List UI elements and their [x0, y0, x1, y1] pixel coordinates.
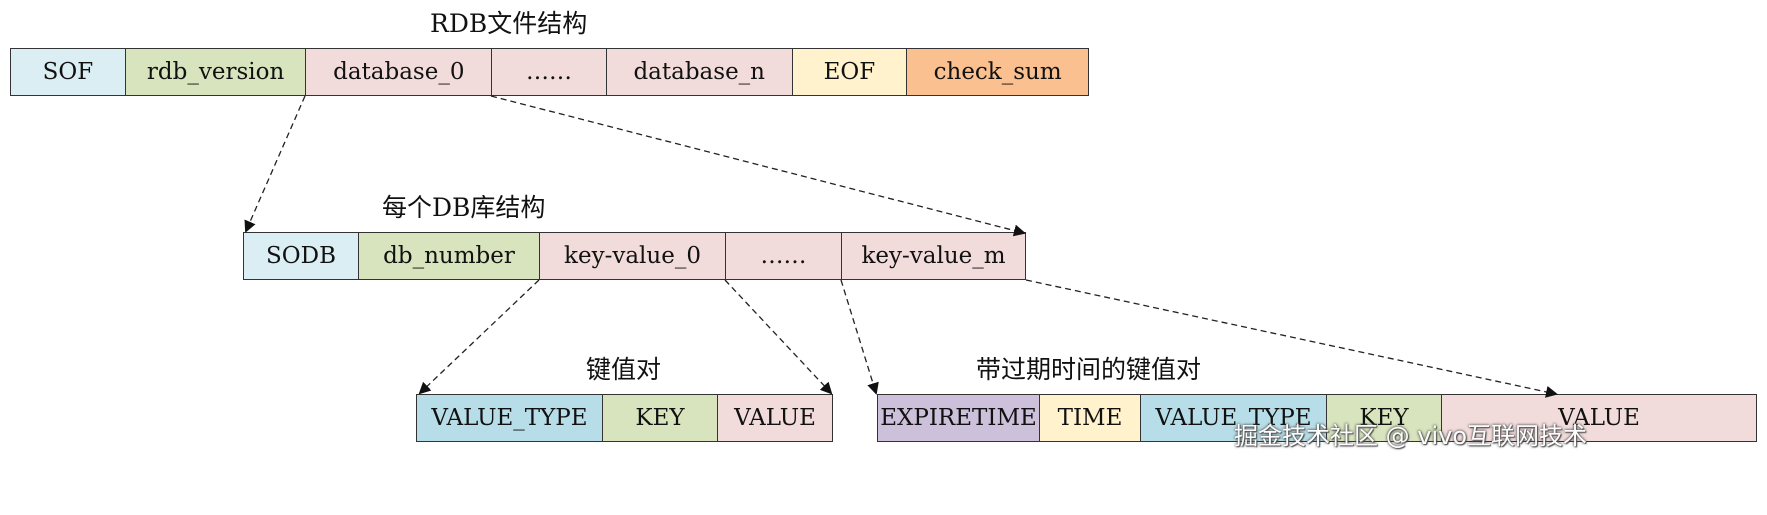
rdb-cell-eof: EOF	[792, 49, 908, 95]
arrow-kv0-to-kv-left	[418, 279, 540, 395]
db-cell-key-value-m: key-value_m	[842, 233, 1025, 279]
rdb-structure-title: RDB文件结构	[430, 9, 588, 38]
kv-expire-cell-value: VALUE	[1442, 395, 1756, 441]
arrow-database0-to-db-left	[244, 95, 306, 233]
arrow-kv0-to-kv-right	[724, 279, 833, 395]
kv-structure-row: VALUE_TYPE KEY VALUE	[416, 394, 833, 442]
kv-cell-value-type: VALUE_TYPE	[417, 395, 603, 441]
kv-expire-cell-value-type: VALUE_TYPE	[1141, 395, 1327, 441]
rdb-cell-rdb-version: rdb_version	[125, 49, 307, 95]
db-structure-title: 每个DB库结构	[382, 193, 546, 222]
arrow-database0-to-db-right	[490, 95, 1026, 237]
rdb-cell-database-0: database_0	[306, 49, 493, 95]
kv-expire-structure-title: 带过期时间的键值对	[976, 355, 1202, 384]
kv-structure-title: 键值对	[586, 355, 662, 384]
kv-expire-cell-key: KEY	[1327, 395, 1442, 441]
watermark: 掘金技术社区 @ vivo互联网技术	[1234, 422, 1588, 450]
kv-cell-value: VALUE	[718, 395, 832, 441]
rdb-cell-ellipsis: ……	[492, 49, 607, 95]
kv-expire-structure-row: EXPIRETIME TIME VALUE_TYPE KEY VALUE	[877, 394, 1757, 442]
db-cell-key-value-0: key-value_0	[540, 233, 726, 279]
kv-cell-key: KEY	[603, 395, 718, 441]
db-cell-db-number: db_number	[359, 233, 540, 279]
db-structure-row: SODB db_number key-value_0 …… key-value_…	[243, 232, 1026, 280]
rdb-cell-database-n: database_n	[606, 49, 793, 95]
db-cell-ellipsis: ……	[726, 233, 842, 279]
rdb-structure-row: SOF rdb_version database_0 …… database_n…	[10, 48, 1089, 96]
arrow-kvm-to-expire-left	[840, 279, 879, 395]
rdb-cell-sof: SOF	[11, 49, 126, 95]
db-cell-sodb: SODB	[244, 233, 359, 279]
rdb-cell-check-sum: check_sum	[907, 49, 1088, 95]
kv-expire-cell-expiretime: EXPIRETIME	[878, 395, 1040, 441]
kv-expire-cell-time: TIME	[1040, 395, 1141, 441]
